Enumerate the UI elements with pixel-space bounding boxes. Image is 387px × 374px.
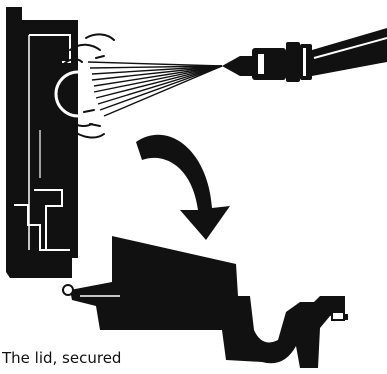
lid-panel-upright (6, 7, 78, 278)
figure-caption: The lid, secured (2, 349, 121, 367)
spray-nozzle (222, 42, 312, 82)
water-hose (312, 28, 387, 76)
curved-arrow (136, 135, 230, 240)
water-jet (88, 62, 222, 116)
